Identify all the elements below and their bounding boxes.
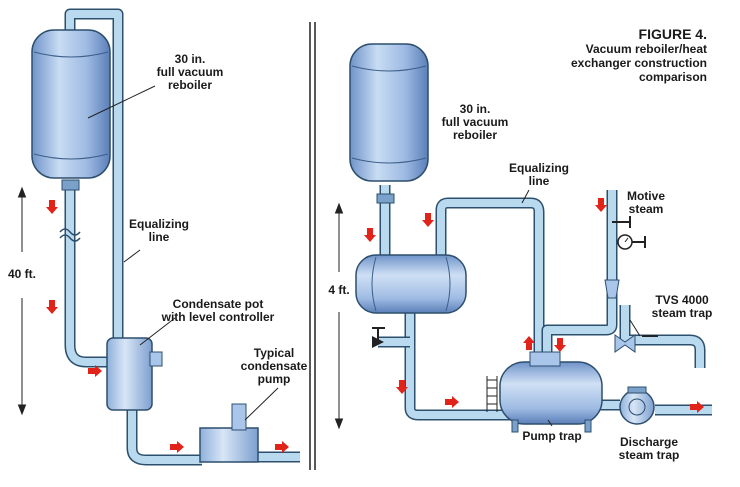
condensate-pump [199,403,259,463]
figure-number: FIGURE 4. [638,26,707,42]
motive-steam-label: Motive steam [626,189,665,216]
left-equalizing-line-label: Equalizing line [129,217,189,244]
condensate-pot [106,337,163,411]
isolation-valve [372,327,385,348]
height-dimension-40ft [17,186,27,416]
figure-caption: FIGURE 4. Vacuum reboiler/heat exchanger… [571,26,707,84]
condensate-pump-label: Typical condensate pump [240,346,308,386]
left-reboiler-label: 30 in. full vacuum reboiler [156,52,224,92]
figure-caption-line-3: comparison [638,70,707,84]
motive-steam-gauge [612,216,646,250]
pump-trap-label: Pump trap [522,429,582,443]
height-dimension-4ft [334,202,344,430]
condensate-pot-label: Condensate pot with level controller [161,297,275,324]
figure-caption-line-1: Vacuum reboiler/heat [585,42,707,56]
left-reboiler-vessel [31,29,111,191]
panel-divider [309,22,316,470]
left-piping [59,8,300,466]
left-leader-lines [87,85,279,421]
strainer [604,279,620,299]
right-flow-arrows [364,198,704,413]
left-height-label: 40 ft. [4,268,40,281]
right-leader-lines [521,189,641,427]
right-reboiler-label: 30 in. full vacuum reboiler [441,102,509,142]
right-reboiler-vessel [349,43,429,204]
right-equalizing-line-label: Equalizing line [509,161,569,188]
discharge-steam-trap [619,386,655,425]
figure-caption-line-2: exchanger construction [570,56,707,70]
discharge-steam-trap-label: Discharge steam trap [618,435,680,462]
left-flow-arrows [46,200,289,453]
tvs-steam-trap-label: TVS 4000 steam trap [651,293,713,320]
tvs-steam-trap [614,334,658,353]
horizontal-vessel [355,254,467,314]
right-height-label: 4 ft. [324,284,354,297]
